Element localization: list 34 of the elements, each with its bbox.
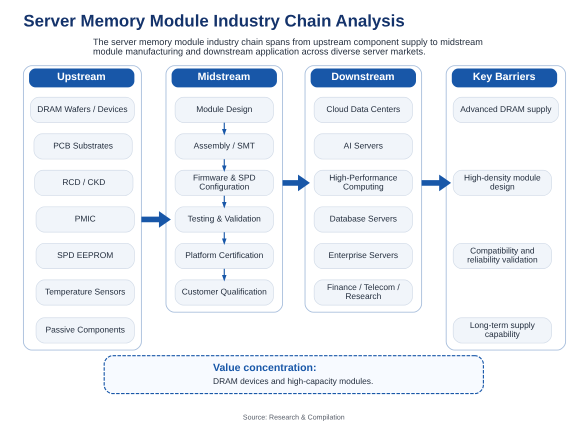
- node-box: SPD EEPROM: [35, 242, 134, 269]
- node-box: Database Servers: [313, 206, 412, 232]
- node-box: Long-term supply capability: [452, 317, 552, 344]
- node-box: High-Performance Computing: [313, 170, 412, 196]
- node-box: AI Servers: [313, 133, 412, 160]
- node-box: Compatibility and reliability validation: [452, 242, 552, 269]
- node-box: Finance / Telecom / Research: [313, 279, 412, 306]
- node-box: Testing & Validation: [174, 206, 274, 232]
- arrow: [222, 159, 226, 172]
- arrow: [222, 122, 226, 136]
- node-box: Platform Certification: [174, 242, 274, 269]
- node-box: Module Design: [174, 96, 274, 123]
- node-box: RCD / CKD: [34, 170, 133, 196]
- arrow: [421, 174, 451, 192]
- node-box: Advanced DRAM supply: [452, 96, 558, 123]
- node-box: Temperature Sensors: [35, 279, 134, 306]
- node-box: Passive Components: [35, 317, 134, 344]
- node-box: Value concentration: DRAM devices and high-capacity modules.: [103, 355, 484, 394]
- node-box: Enterprise Servers: [313, 242, 412, 269]
- node-box: High-density module design: [452, 170, 552, 196]
- node-box: PMIC: [35, 206, 134, 232]
- diagram-title: Server Memory Module Industry Chain Analysis: [22, 11, 404, 30]
- node-box: DRAM Wafers / Devices: [30, 96, 134, 123]
- node-box: Firmware & SPD Configuration: [174, 170, 274, 196]
- node-box: Customer Qualification: [174, 279, 274, 306]
- node-box: PCB Substrates: [33, 133, 132, 160]
- arrow: [222, 268, 226, 282]
- node-box: Cloud Data Centers: [313, 96, 412, 123]
- label: The server memory module industry chain spans from upstream component supply to midstream module manufacturing and downstream application across diverse server markets.: [92, 36, 482, 57]
- node-box: Assembly / SMT: [174, 133, 274, 160]
- arrow: [222, 196, 226, 208]
- arrow: [140, 211, 170, 228]
- arrow: [222, 232, 226, 245]
- arrow: [282, 174, 310, 192]
